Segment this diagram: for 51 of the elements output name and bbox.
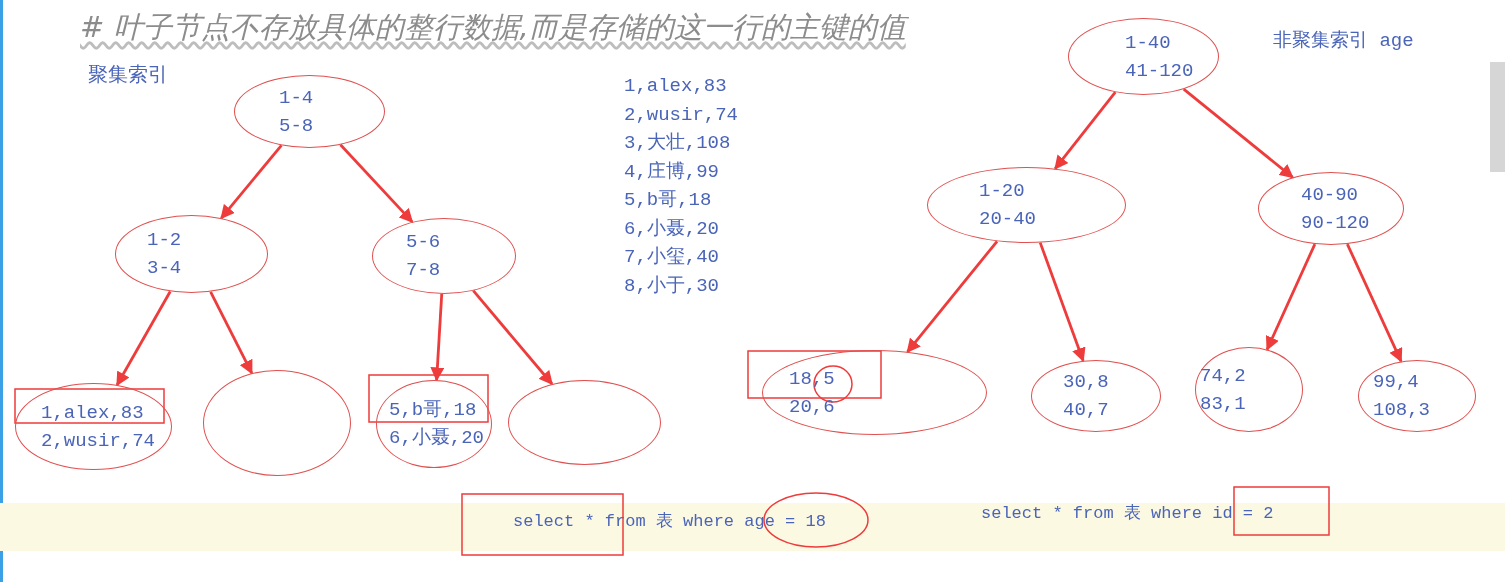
key-text: 5-8: [279, 113, 314, 139]
key-text: 1-20: [979, 179, 1025, 204]
data-row-text: 8,小于,30: [624, 274, 719, 299]
key-text: 108,3: [1373, 398, 1430, 423]
arrow: [209, 291, 254, 375]
ellipse-node: [1195, 347, 1303, 432]
data-row-text: 4,庄博,99: [624, 160, 719, 185]
key-text: 2,wusir,74: [41, 428, 156, 454]
arrow: [1182, 88, 1294, 179]
key-text: 74,2: [1200, 363, 1246, 389]
section-label: 聚集索引: [88, 61, 168, 87]
key-text: 6,小聂,20: [389, 426, 484, 451]
key-text: 1,alex,83: [41, 400, 144, 426]
arrow: [430, 293, 445, 382]
sql-query-text: select * from 表 where id = 2: [981, 503, 1274, 525]
key-text: 20,6: [789, 394, 835, 420]
key-text: 90-120: [1301, 210, 1370, 236]
key-text: 41-120: [1125, 58, 1194, 84]
arrow: [472, 289, 554, 386]
arrow: [1054, 91, 1117, 170]
data-row-text: 3,大壮,108: [624, 131, 731, 156]
data-row-text: 1,alex,83: [624, 74, 727, 99]
key-text: 20-40: [979, 207, 1036, 232]
ellipse-node: [15, 383, 172, 470]
key-text: 40,7: [1063, 398, 1109, 423]
key-text: 5-6: [406, 230, 441, 255]
key-text: 30,8: [1063, 370, 1109, 395]
key-text: 1-2: [147, 228, 182, 253]
key-text: 99,4: [1373, 370, 1419, 395]
data-row-text: 5,b哥,18: [624, 188, 712, 213]
arrow: [1265, 243, 1317, 351]
key-text: 1-40: [1125, 30, 1171, 56]
data-row-text: 2,wusir,74: [624, 103, 739, 128]
key-text: 5,b哥,18: [389, 398, 477, 423]
ellipse-node: [234, 75, 385, 148]
data-row-text: 6,小聂,20: [624, 217, 719, 242]
key-text: 40-90: [1301, 182, 1358, 208]
key-text: 83,1: [1200, 391, 1246, 417]
ellipse-node: [1258, 172, 1404, 245]
key-text: 1-4: [279, 85, 314, 111]
arrow: [339, 143, 414, 223]
key-text: 7-8: [406, 258, 441, 283]
section-label: 非聚集索引 age: [1273, 29, 1414, 54]
empty-ellipse-node: [508, 380, 661, 465]
key-text: 3-4: [147, 256, 182, 281]
data-row-text: 7,小玺,40: [624, 245, 719, 270]
arrow: [1038, 242, 1086, 363]
arrow: [906, 240, 999, 353]
arrow: [220, 144, 283, 220]
arrow: [115, 290, 172, 387]
arrow: [1346, 243, 1403, 363]
